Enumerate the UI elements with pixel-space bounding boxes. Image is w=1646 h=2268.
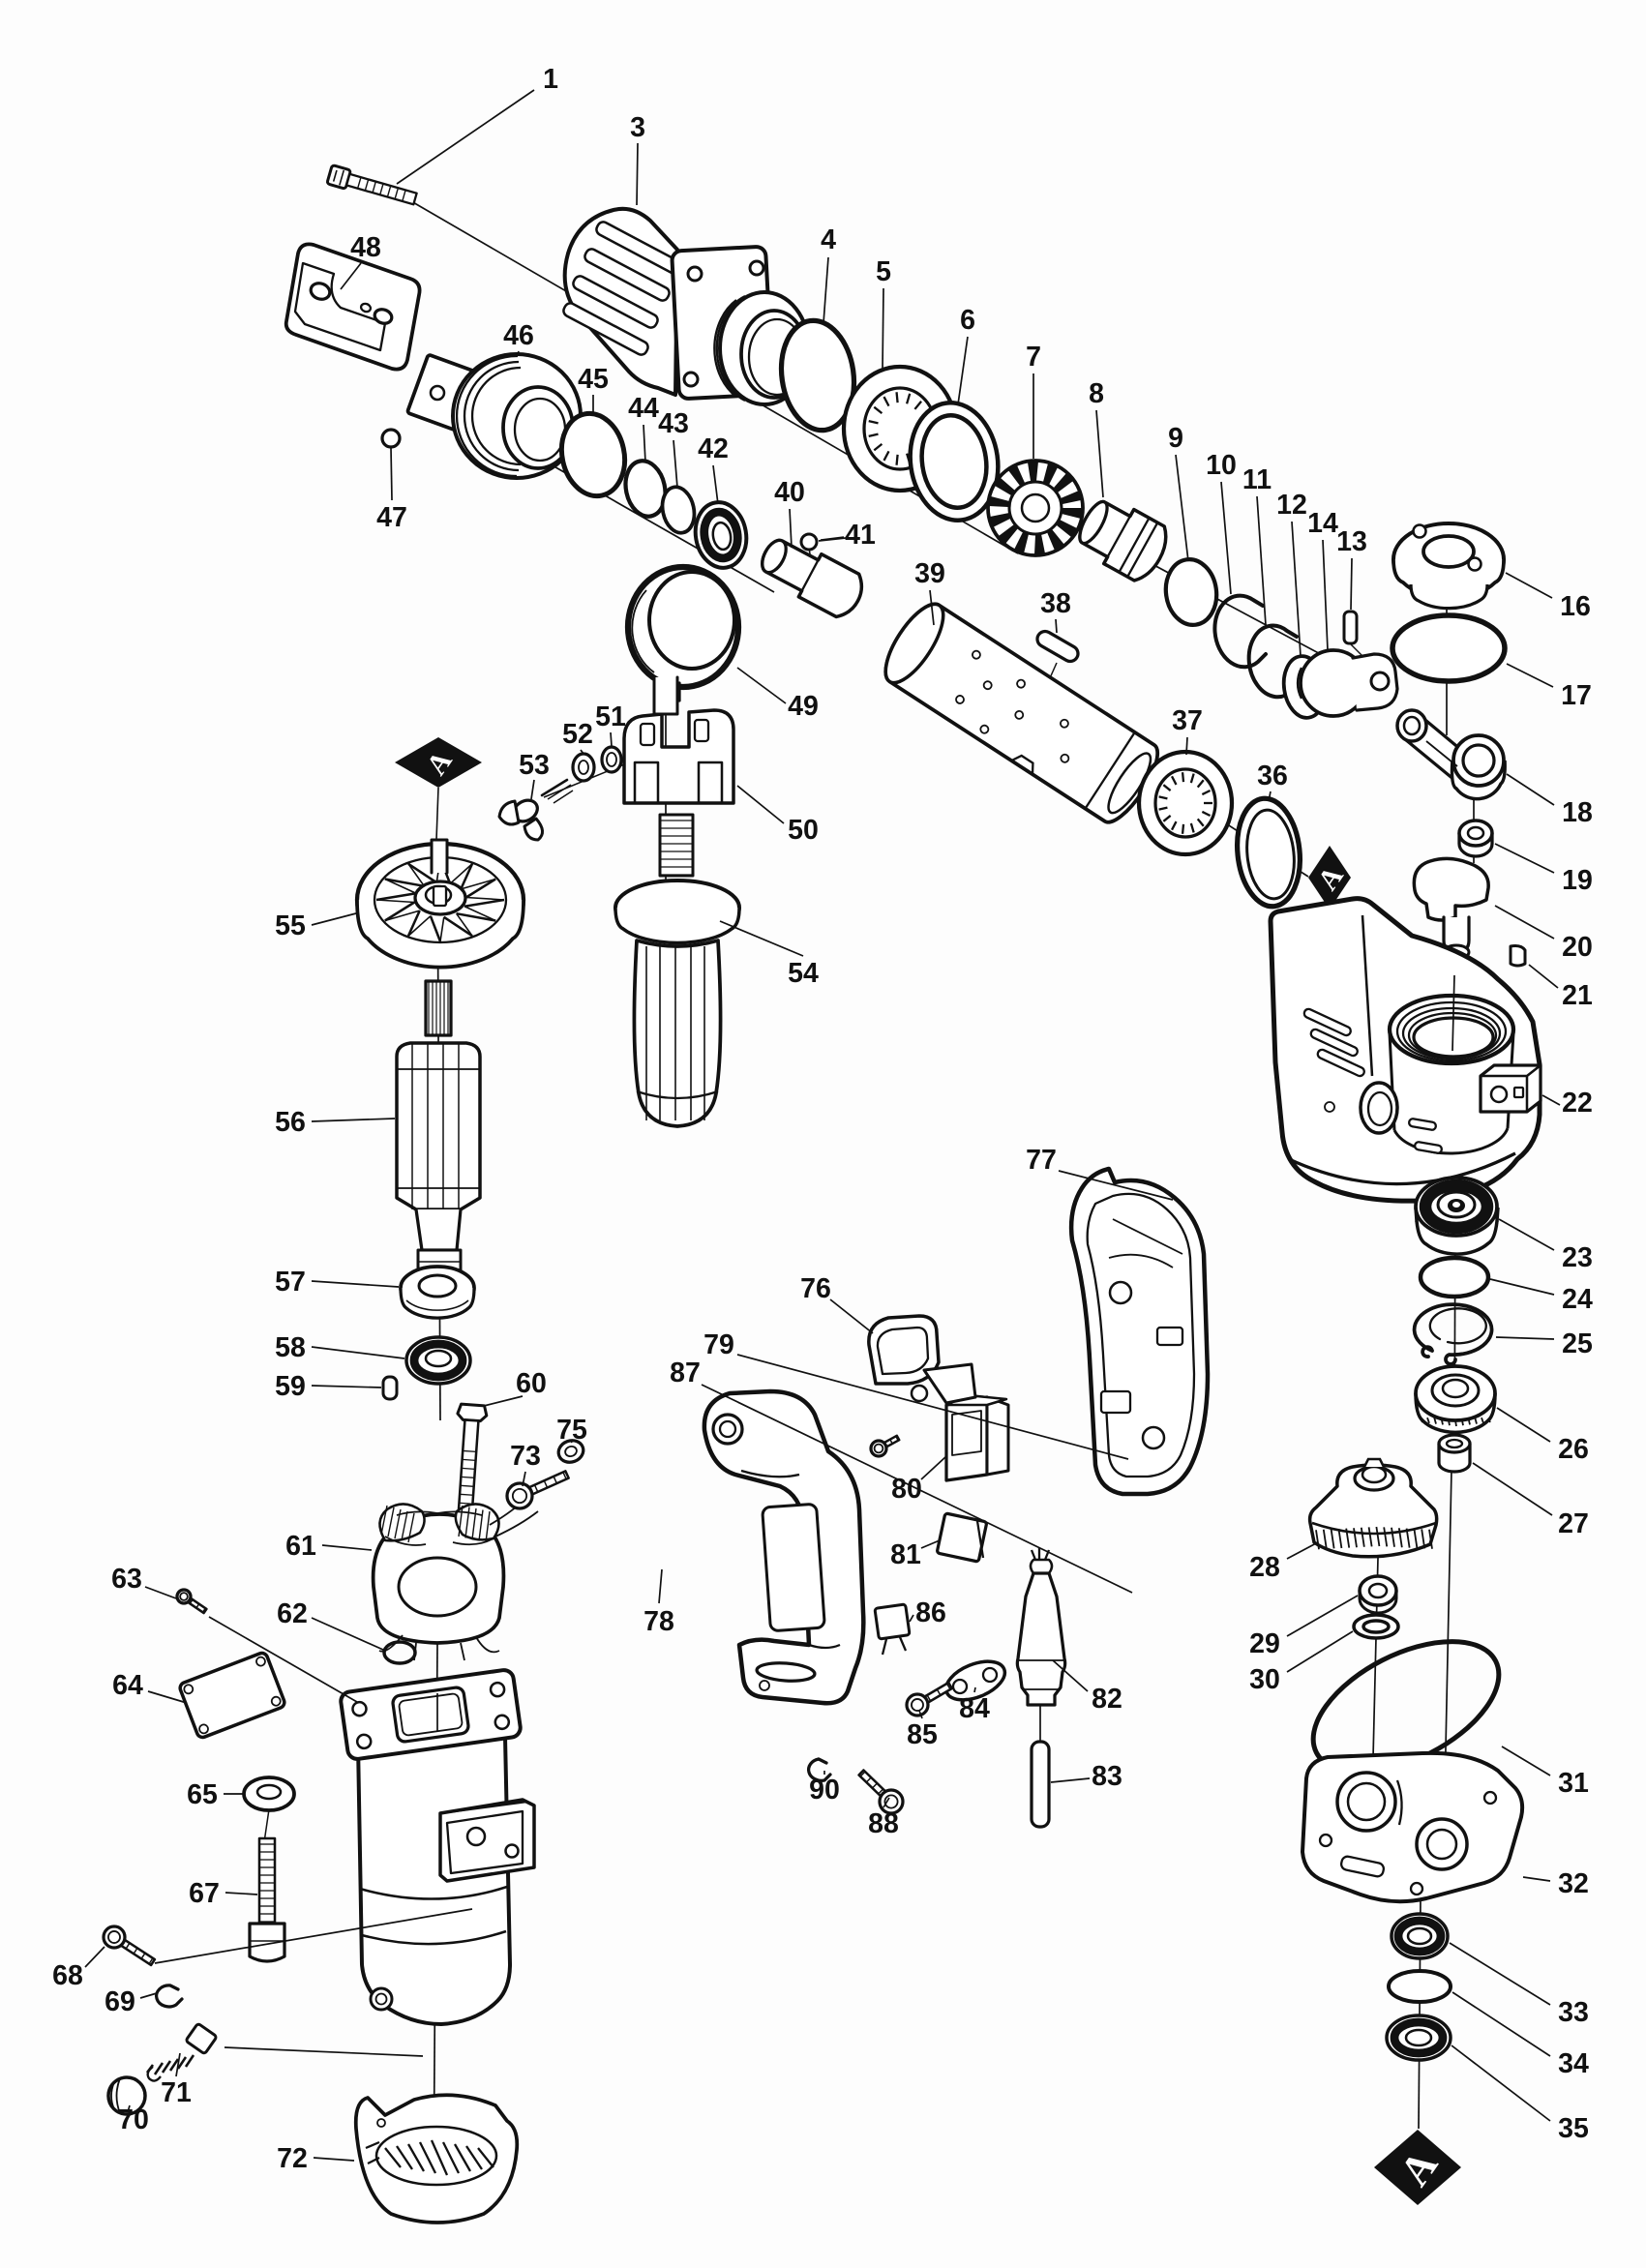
svg-text:69: 69 <box>105 1986 135 2017</box>
svg-text:59: 59 <box>275 1371 306 1402</box>
svg-text:79: 79 <box>703 1329 734 1360</box>
svg-text:10: 10 <box>1206 450 1237 481</box>
svg-text:39: 39 <box>914 558 945 589</box>
svg-text:41: 41 <box>845 520 876 551</box>
svg-text:18: 18 <box>1562 797 1593 828</box>
svg-text:30: 30 <box>1249 1664 1280 1695</box>
svg-text:60: 60 <box>516 1368 547 1399</box>
svg-text:20: 20 <box>1562 932 1593 963</box>
svg-text:37: 37 <box>1172 705 1203 736</box>
svg-text:84: 84 <box>959 1693 990 1724</box>
svg-text:11: 11 <box>1242 464 1272 495</box>
svg-text:85: 85 <box>907 1719 938 1750</box>
svg-text:68: 68 <box>52 1960 83 1991</box>
svg-text:53: 53 <box>519 750 550 781</box>
svg-text:32: 32 <box>1558 1868 1589 1899</box>
svg-text:13: 13 <box>1336 526 1367 557</box>
svg-text:8: 8 <box>1089 378 1104 409</box>
svg-text:27: 27 <box>1558 1508 1589 1539</box>
svg-text:48: 48 <box>350 232 381 263</box>
svg-text:63: 63 <box>111 1564 142 1595</box>
svg-text:14: 14 <box>1307 508 1338 539</box>
svg-text:54: 54 <box>788 958 819 989</box>
svg-text:62: 62 <box>277 1598 308 1629</box>
svg-text:7: 7 <box>1026 342 1041 373</box>
svg-text:31: 31 <box>1558 1768 1589 1799</box>
svg-text:80: 80 <box>891 1474 922 1505</box>
svg-text:36: 36 <box>1257 761 1288 791</box>
svg-text:16: 16 <box>1560 591 1591 622</box>
svg-text:22: 22 <box>1562 1088 1593 1119</box>
svg-text:70: 70 <box>118 2104 149 2135</box>
svg-text:71: 71 <box>161 2077 192 2108</box>
svg-text:51: 51 <box>595 701 626 732</box>
svg-text:34: 34 <box>1558 2048 1589 2079</box>
svg-text:82: 82 <box>1092 1684 1122 1715</box>
svg-text:47: 47 <box>376 502 407 533</box>
svg-text:24: 24 <box>1562 1284 1593 1315</box>
svg-text:72: 72 <box>277 2143 308 2174</box>
svg-text:45: 45 <box>578 364 609 395</box>
svg-text:67: 67 <box>189 1878 220 1909</box>
svg-text:40: 40 <box>774 477 805 508</box>
svg-text:21: 21 <box>1562 980 1593 1011</box>
svg-text:61: 61 <box>285 1531 316 1562</box>
svg-text:78: 78 <box>643 1606 674 1637</box>
svg-text:3: 3 <box>630 112 645 143</box>
svg-text:55: 55 <box>275 910 306 941</box>
svg-text:86: 86 <box>915 1597 946 1628</box>
svg-text:58: 58 <box>275 1332 306 1363</box>
svg-text:9: 9 <box>1168 423 1183 454</box>
svg-text:56: 56 <box>275 1107 306 1138</box>
svg-text:12: 12 <box>1276 490 1307 521</box>
svg-text:35: 35 <box>1558 2113 1589 2144</box>
svg-text:1: 1 <box>543 64 558 95</box>
svg-text:73: 73 <box>510 1441 541 1472</box>
svg-text:46: 46 <box>503 320 534 351</box>
svg-text:50: 50 <box>788 815 819 846</box>
svg-text:29: 29 <box>1249 1628 1280 1659</box>
svg-text:26: 26 <box>1558 1434 1589 1465</box>
svg-text:19: 19 <box>1562 865 1593 896</box>
svg-text:90: 90 <box>809 1775 840 1805</box>
svg-text:49: 49 <box>788 691 819 722</box>
svg-text:57: 57 <box>275 1267 306 1298</box>
svg-text:83: 83 <box>1092 1761 1122 1792</box>
svg-text:44: 44 <box>628 393 659 424</box>
svg-text:23: 23 <box>1562 1242 1593 1273</box>
svg-text:33: 33 <box>1558 1997 1589 2028</box>
svg-text:25: 25 <box>1562 1328 1593 1359</box>
svg-text:17: 17 <box>1561 680 1592 711</box>
svg-text:75: 75 <box>556 1415 587 1446</box>
svg-text:81: 81 <box>890 1539 921 1570</box>
svg-text:42: 42 <box>698 433 729 464</box>
svg-text:5: 5 <box>876 256 891 287</box>
svg-text:52: 52 <box>562 719 593 750</box>
svg-text:38: 38 <box>1040 588 1071 619</box>
svg-text:65: 65 <box>187 1779 218 1810</box>
svg-text:87: 87 <box>670 1358 701 1388</box>
svg-text:4: 4 <box>821 224 836 255</box>
svg-text:77: 77 <box>1026 1145 1057 1176</box>
svg-text:43: 43 <box>658 408 689 439</box>
svg-text:88: 88 <box>868 1808 899 1839</box>
svg-text:28: 28 <box>1249 1552 1280 1583</box>
svg-text:76: 76 <box>800 1273 831 1304</box>
svg-text:64: 64 <box>112 1670 143 1701</box>
svg-text:6: 6 <box>960 305 975 336</box>
